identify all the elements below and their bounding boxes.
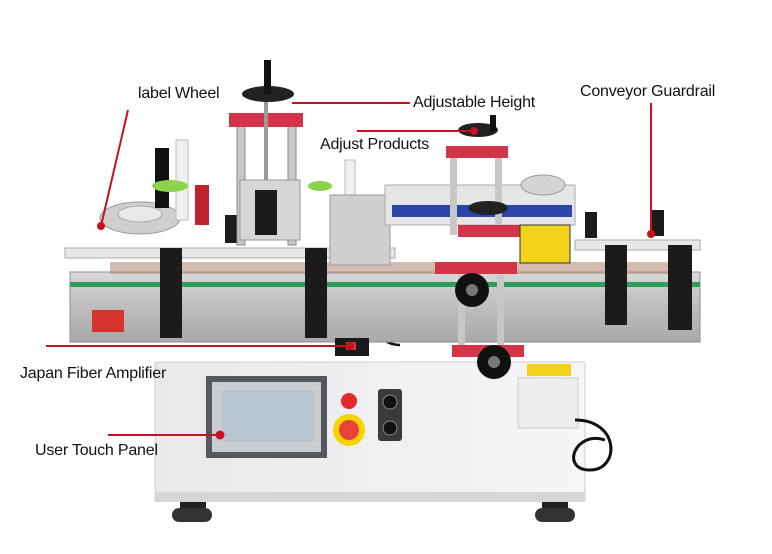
label-wheel-label: label Wheel <box>138 85 220 102</box>
control-buttons <box>333 389 402 446</box>
adjustable-height-label: Adjustable Height <box>413 94 536 111</box>
label-wheel-assembly <box>99 139 356 235</box>
height-adjust-tower <box>229 60 303 246</box>
conveyor-guardrails <box>64 210 701 338</box>
touch-panel-screen <box>206 376 327 458</box>
callout-lines <box>46 102 655 440</box>
callout-label-wheel <box>100 109 129 227</box>
fiber-amplifier-label: Japan Fiber Amplifier <box>20 365 167 382</box>
adjust-products-label: Adjust Products <box>320 136 430 153</box>
conveyor-guardrail-label: Conveyor Guardrail <box>580 83 716 100</box>
product-adjust-tower <box>329 115 576 379</box>
warning-sticker <box>517 364 579 429</box>
touch-panel-label: User Touch Panel <box>35 442 158 459</box>
